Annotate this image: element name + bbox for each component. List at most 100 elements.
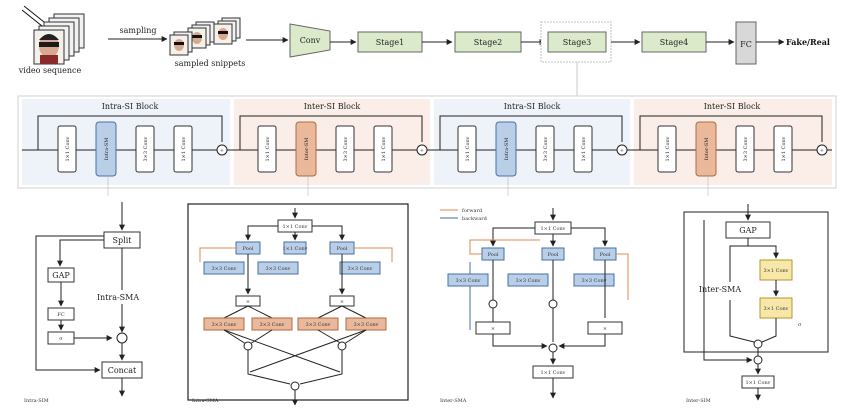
block3: 1×1 Conv Intra-SM 3×3 Conv 1×1 Conv + (457, 121, 628, 177)
svg-text:Pool: Pool (600, 252, 611, 258)
block2-skip (239, 115, 423, 150)
svg-text:3×1 Conv: 3×1 Conv (763, 306, 788, 312)
p2-sum-left (243, 341, 253, 351)
stage2-label: Stage2 (474, 38, 502, 47)
svg-text:Pool: Pool (488, 252, 499, 258)
stage4-label: Stage4 (660, 38, 688, 47)
sampling-label: sampling (120, 26, 157, 35)
p4-gap: GAP (739, 226, 757, 235)
svg-text:3×3 Conv: 3×3 Conv (211, 266, 236, 272)
p2-conv-blue-2 (257, 261, 299, 275)
panel-intra-sma: 1×1 Conv Pool 1×1 Conv Pool 3×3 Conv 3×3… (187, 203, 409, 406)
p1-multiply-node (116, 332, 128, 344)
p3-conv-blue-2 (507, 273, 549, 287)
block3-module: Intra-SM (504, 138, 510, 161)
panel-intra-sim: Split GAP FC σ Intra-SMA Concat Intra-SI… (24, 202, 143, 404)
block3-title: Intra-SI Block (504, 102, 561, 111)
svg-text:×: × (603, 326, 607, 332)
block4-conv-a: 1×1 Conv (665, 136, 671, 161)
blocks-row-frame (17, 95, 837, 189)
fc-block (735, 21, 757, 65)
conv-stem-label: Conv (300, 36, 321, 45)
p1-intra-sma: Intra-SMA (97, 293, 139, 302)
block4-skip (639, 115, 823, 150)
p3-caption: Inter-SMA (440, 398, 467, 404)
p4-caption: Inter-SIM (686, 398, 711, 404)
p3-sum-node (548, 343, 558, 353)
block1-skip (37, 115, 223, 150)
conv-stem-block (289, 23, 331, 58)
video-sequence-icon (21, 5, 85, 65)
svg-text:3×3 Conv: 3×3 Conv (353, 322, 378, 328)
svg-text:3×3 Conv: 3×3 Conv (259, 322, 284, 328)
p2-pool-left: Pool (243, 246, 254, 252)
p1-sigma: σ (59, 336, 63, 342)
p4-out-conv: 1×1 Conv (745, 380, 770, 386)
p3-top-conv: 1×1 Conv (540, 226, 565, 232)
svg-text:3×3 Conv: 3×3 Conv (515, 278, 540, 284)
p2-mul-right: × (340, 299, 344, 305)
block3-conv-c: 1×1 Conv (581, 136, 587, 161)
p2-mid-conv-box (283, 241, 307, 255)
p2-mid-conv: 1×1 Conv (282, 246, 307, 252)
block4-sum: + (820, 148, 824, 154)
fc-label: FC (740, 40, 752, 49)
block3-skip (439, 115, 623, 150)
p2-top-conv: 1×1 Conv (282, 224, 307, 230)
block3-conv-a: 1×1 Conv (465, 136, 471, 161)
stage3-label: Stage3 (563, 38, 591, 47)
block2-conv-c: 1×1 Conv (381, 136, 387, 161)
svg-text:3×3 Conv: 3×3 Conv (347, 266, 372, 272)
p2-pool-right: Pool (337, 246, 348, 252)
p4-frame (683, 211, 829, 353)
p4-sigma: σ (798, 322, 802, 328)
stage3-block (547, 31, 607, 53)
block4-conv-c: 1×1 Conv (781, 136, 787, 161)
svg-text:3×3 Conv: 3×3 Conv (211, 322, 236, 328)
block1-conv-b: 3×3 Conv (143, 136, 149, 161)
block4: 1×1 Conv Inter-SM 3×3 Conv 1×1 Conv + (657, 121, 828, 177)
svg-text:3×3 Conv: 3×3 Conv (455, 278, 480, 284)
p1-fc: FC (57, 312, 64, 318)
p2-conv-blue-3 (339, 261, 381, 275)
block1-conv-c: 1×1 Conv (181, 136, 187, 161)
block1-conv-a: 1×1 Conv (65, 136, 71, 161)
panel-inter-sim: GAP Inter-SMA 3×1 Conv 3×1 Conv σ 1×1 Co… (683, 204, 829, 404)
output-label: Fake/Real (786, 37, 830, 47)
p2-caption: Intra-SMA (192, 398, 219, 404)
p2-mul-left: × (246, 299, 250, 305)
block4-module: Inter-SM (704, 138, 710, 161)
p1-split: Split (113, 236, 133, 245)
p3-legend-forward: forward (462, 208, 483, 214)
svg-text:3×3 Conv: 3×3 Conv (265, 266, 290, 272)
svg-text:Pool: Pool (548, 252, 559, 258)
sampled-snippets-label: sampled snippets (175, 59, 246, 68)
block1-bg (22, 99, 230, 185)
block2: 1×1 Conv Inter-SM 3×3 Conv 1×1 Conv + (257, 121, 428, 177)
p3-legend-backward: backward (462, 216, 488, 222)
block1: 1×1 Conv Intra-SM 3×3 Conv 1×1 Conv + (57, 121, 228, 177)
p4-inter-sma: Inter-SMA (699, 285, 741, 294)
p2-conv-blue-1 (203, 261, 245, 275)
svg-text:×: × (491, 326, 495, 332)
block3-sum: + (620, 148, 624, 154)
block1-module: Intra-SM (104, 138, 110, 161)
p1-gap: GAP (52, 271, 70, 280)
stage1-label: Stage1 (376, 38, 404, 47)
p3-conv-blue-3 (573, 273, 615, 287)
block1-sum: + (220, 148, 224, 154)
svg-text:3×1 Conv: 3×1 Conv (763, 268, 788, 274)
p3-mul-mid (548, 299, 558, 309)
p4-mul-node (753, 339, 763, 349)
p1-caption: Intra-SIM (24, 398, 49, 404)
svg-text:3×3 Conv: 3×3 Conv (305, 322, 330, 328)
p1-concat: Concat (108, 366, 137, 375)
p2-sum-right (337, 341, 347, 351)
video-sequence-label: video sequence (18, 66, 82, 75)
p3-conv-blue-1 (447, 273, 489, 287)
p2-frame (187, 203, 409, 401)
block2-conv-b: 3×3 Conv (343, 136, 349, 161)
p3-mul-left (488, 299, 498, 309)
